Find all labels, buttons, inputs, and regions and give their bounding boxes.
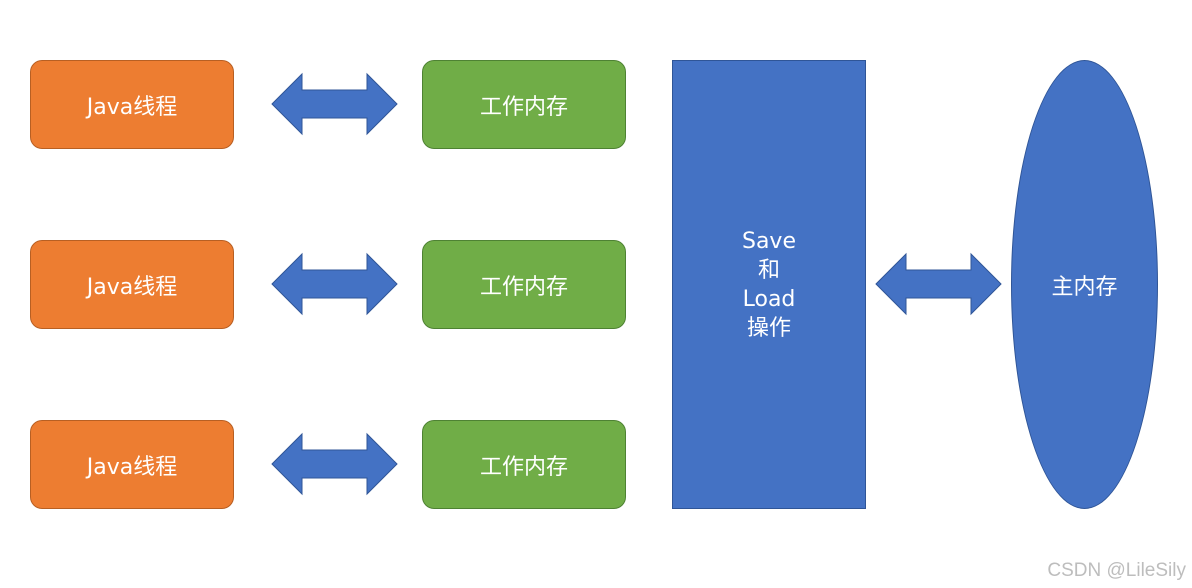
work-memory-box-1: 工作内存 xyxy=(422,60,626,149)
work-memory-label: 工作内存 xyxy=(479,274,568,300)
save-load-box: Save 和 Load 操作 xyxy=(672,60,866,509)
double-arrow-icon xyxy=(271,432,398,496)
save-load-line-3: Load xyxy=(742,286,796,312)
java-thread-box-2: Java线程 xyxy=(30,240,234,329)
java-thread-box-3: Java线程 xyxy=(30,420,234,509)
work-memory-label: 工作内存 xyxy=(479,454,568,480)
java-thread-label: Java线程 xyxy=(86,454,178,480)
save-load-line-1: Save xyxy=(741,228,796,254)
save-load-line-2: 和 xyxy=(757,257,780,283)
save-load-line-4: 操作 xyxy=(746,315,791,341)
work-memory-box-3: 工作内存 xyxy=(422,420,626,509)
java-thread-label: Java线程 xyxy=(86,274,178,300)
double-arrow-icon xyxy=(271,72,398,136)
double-arrow-icon xyxy=(271,252,398,316)
double-arrow-icon xyxy=(875,252,1002,316)
work-memory-box-2: 工作内存 xyxy=(422,240,626,329)
main-memory-label: 主内存 xyxy=(1051,274,1118,300)
java-thread-box-1: Java线程 xyxy=(30,60,234,149)
main-memory-ellipse: 主内存 xyxy=(1011,60,1158,509)
watermark: CSDN @LileSily xyxy=(1047,560,1186,581)
work-memory-label: 工作内存 xyxy=(479,94,568,120)
java-thread-label: Java线程 xyxy=(86,94,178,120)
